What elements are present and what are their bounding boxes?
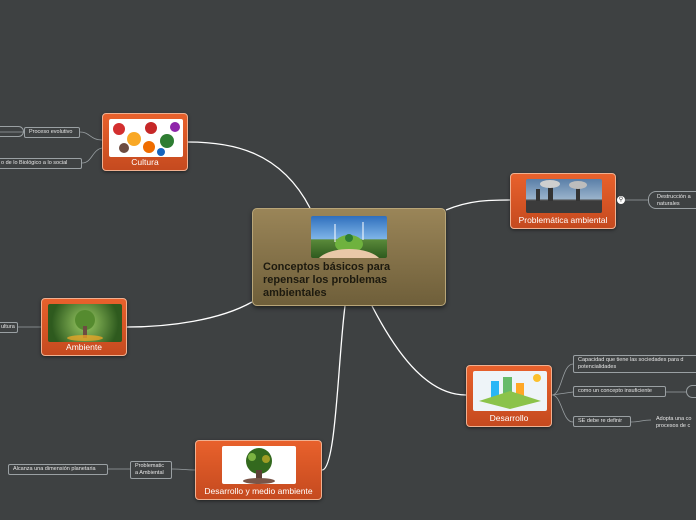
topic-cultura[interactable]: Cultura	[102, 113, 188, 171]
topic-ambiente-label: Ambiente	[66, 342, 102, 352]
link-pin-icon[interactable]: ⚲	[617, 196, 625, 204]
hands-earth-image	[311, 216, 387, 258]
leaf-cultura-partial[interactable]	[0, 126, 24, 137]
topic-desarrollo[interactable]: Desarrollo	[466, 365, 552, 427]
culture-collage-image	[109, 119, 183, 157]
leaf-concepto-insuficiente[interactable]: como un concepto insuficiente	[573, 386, 666, 397]
leaf-cultura-ambiente[interactable]: ultura	[0, 322, 18, 333]
leaf-biologico-social[interactable]: o de lo Biológico a lo social	[0, 158, 82, 169]
topic-desarrollo-medio-ambiente[interactable]: Desarrollo y medio ambiente	[195, 440, 322, 500]
topic-problematica-label: Problemática ambiental	[518, 215, 608, 225]
leaf-adopta[interactable]: Adopta una co procesos de c	[656, 416, 692, 429]
leaf-destruccion[interactable]: Destrucción a naturales	[648, 191, 696, 209]
leaf-capacidad-sociedades[interactable]: Capacidad que tiene las sociedades para …	[573, 355, 696, 373]
topic-cultura-label: Cultura	[131, 157, 159, 167]
nature-tree-image	[48, 304, 122, 342]
topic-desarrollo-medio-ambiente-label: Desarrollo y medio ambiente	[204, 486, 313, 496]
leaf-se-debe-redefinir[interactable]: SE debe re definir	[573, 416, 631, 427]
topic-ambiente[interactable]: Ambiente	[41, 298, 127, 356]
tree-globe-image	[222, 446, 296, 484]
sustainable-city-image	[473, 371, 547, 411]
central-topic[interactable]: Conceptos básicos para repensar los prob…	[252, 208, 446, 306]
pollution-factory-image	[526, 179, 602, 213]
central-topic-title: Conceptos básicos para repensar los prob…	[263, 261, 391, 299]
topic-problematica-ambiental[interactable]: Problemática ambiental	[510, 173, 616, 229]
leaf-problematica-ambiental[interactable]: Problematic a Ambiental	[130, 461, 172, 479]
leaf-dimension-planetaria[interactable]: Alcanza una dimensión planetaria	[8, 464, 108, 475]
topic-desarrollo-label: Desarrollo	[489, 413, 529, 423]
leaf-proceso-evolutivo[interactable]: Proceso evolutivo	[24, 127, 80, 138]
leaf-collapsed-partial[interactable]	[686, 385, 696, 398]
